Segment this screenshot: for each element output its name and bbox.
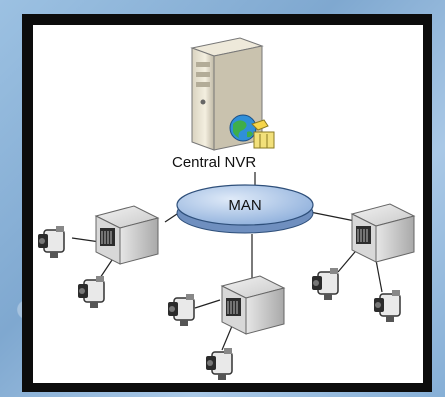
nvr-box-icon xyxy=(221,275,285,335)
man-hub xyxy=(176,184,314,234)
camera-icon xyxy=(311,267,339,301)
hub-label: MAN xyxy=(228,197,261,214)
nvr-box-icon xyxy=(351,203,415,263)
globe-icon xyxy=(229,114,257,142)
nvr-box-icon xyxy=(95,205,159,265)
camera-icon xyxy=(167,293,195,327)
folder-icon xyxy=(251,119,275,149)
camera-icon xyxy=(373,289,401,323)
server-label: Central NVR xyxy=(172,154,256,171)
camera-icon xyxy=(37,225,65,259)
camera-icon xyxy=(77,275,105,309)
camera-icon xyxy=(205,347,233,381)
connection-lines xyxy=(71,172,383,351)
